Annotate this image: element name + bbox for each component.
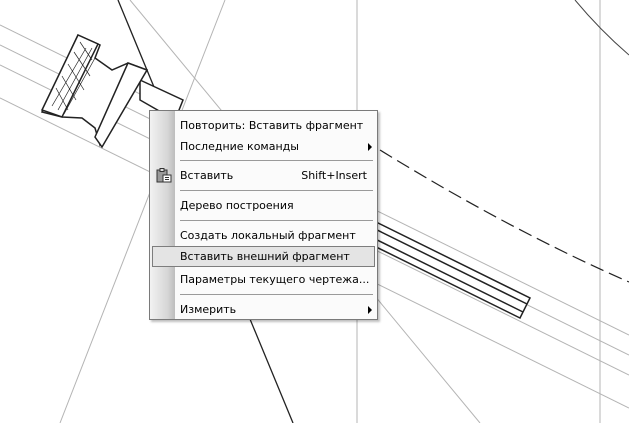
menu-item-label: Дерево построения [180,199,294,212]
dashed-arc [379,149,629,283]
submenu-arrow-icon [368,306,372,314]
submenu-arrow-icon [368,143,372,151]
context-menu: Повторить: Вставить фрагмент Последние к… [149,110,378,320]
menu-item-create-local-fragment[interactable]: Создать локальный фрагмент [152,225,375,246]
menu-item-label: Вставить [180,169,234,182]
menu-separator [180,190,373,191]
menu-item-insert-external-fragment[interactable]: Вставить внешний фрагмент [152,246,375,267]
menu-item-label: Параметры текущего чертежа... [180,273,370,286]
menu-item-recent-commands[interactable]: Последние команды [152,136,375,157]
arc [574,0,629,56]
menu-item-shortcut: Shift+Insert [301,169,367,182]
menu-item-drawing-parameters[interactable]: Параметры текущего чертежа... [152,269,375,290]
menu-item-label: Повторить: Вставить фрагмент [180,119,364,132]
menu-item-build-tree[interactable]: Дерево построения [152,195,375,216]
menu-item-label: Создать локальный фрагмент [180,229,356,242]
menu-separator [180,160,373,161]
menu-gutter [150,111,175,319]
menu-separator [180,220,373,221]
paste-icon [156,168,172,183]
menu-item-repeat-insert-fragment[interactable]: Повторить: Вставить фрагмент [152,115,375,136]
menu-item-measure[interactable]: Измерить [152,299,375,320]
menu-item-label: Последние команды [180,140,299,153]
menu-item-label: Измерить [180,303,237,316]
knurl-hatch [51,41,96,115]
menu-item-label: Вставить внешний фрагмент [180,250,350,263]
menu-item-paste[interactable]: Вставить Shift+Insert [152,165,375,186]
menu-separator [180,294,373,295]
